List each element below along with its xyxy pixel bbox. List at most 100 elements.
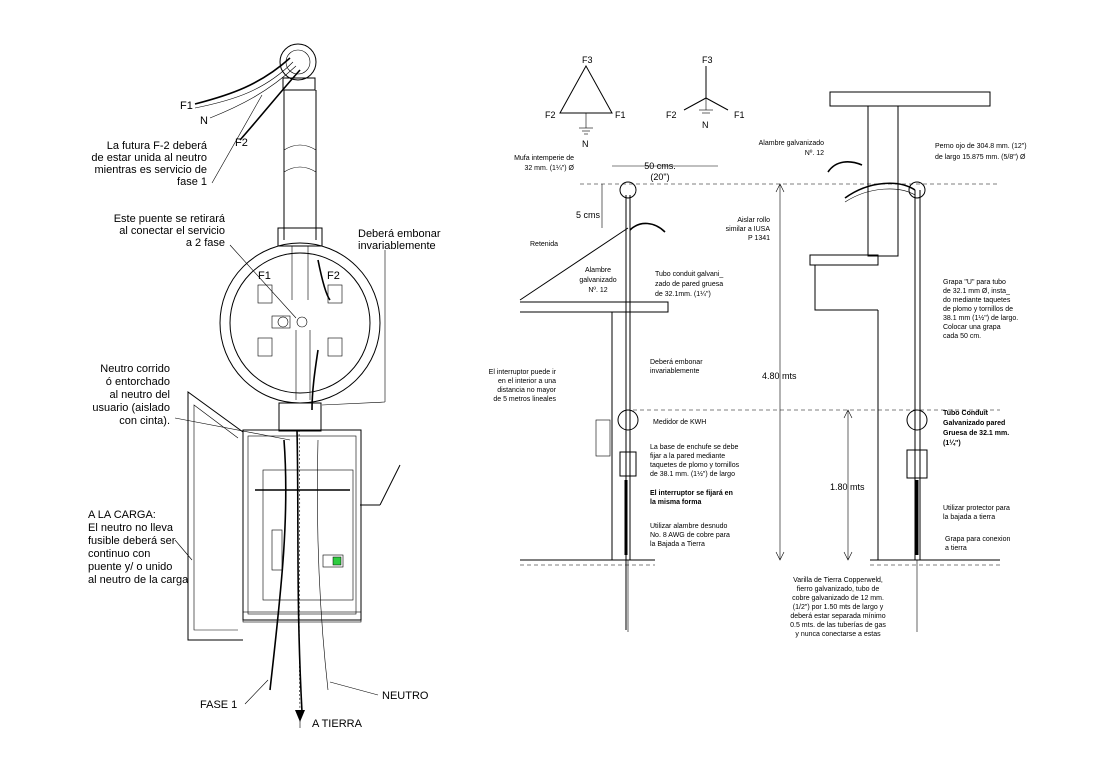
svg-text:invariablemente: invariablemente — [650, 368, 700, 375]
svg-text:de 32.1mm. (1¼"): de 32.1mm. (1¼") — [655, 291, 711, 298]
svg-text:distancia no mayor: distancia no mayor — [497, 387, 556, 394]
note-aislador: Aislar rollo similar a IUSA P 1341 — [726, 217, 771, 242]
svg-text:(1/2") por 1.50 mts de largo y: (1/2") por 1.50 mts de largo y — [793, 604, 884, 611]
note-mufa: Mufa intemperie de 32 mm. (1¼") Ø — [514, 155, 574, 172]
note-tubo1: Tubo conduit galvani_ zado de pared grue… — [655, 271, 723, 298]
svg-text:Utilizar protector para: Utilizar protector para — [943, 505, 1010, 512]
svg-text:Aislar rollo: Aislar rollo — [737, 217, 770, 224]
svg-text:al neutro de la carga: al neutro de la carga — [88, 574, 189, 586]
note-int-fija: El interruptor se fijará en la misma for… — [650, 490, 733, 506]
svg-text:y nunca conectarse a estas: y nunca conectarse a estas — [795, 631, 881, 638]
svg-text:Nº. 12: Nº. 12 — [805, 150, 824, 157]
note-future-f2: La futura F-2 deberá de estar unida al n… — [91, 140, 207, 188]
svg-text:la Bajada a Tierra: la Bajada a Tierra — [650, 541, 705, 548]
note-alambre2: Alambre galvanizado Nº. 12 — [759, 140, 824, 157]
svg-text:Galvanizado pared: Galvanizado pared — [943, 420, 1005, 427]
svg-text:La base de enchufe se debe: La base de enchufe se debe — [650, 444, 738, 451]
svg-text:ó entorchado: ó entorchado — [106, 376, 170, 388]
svg-text:(20"): (20") — [650, 172, 669, 182]
label-f1: F1 — [180, 100, 193, 112]
label-n: N — [200, 115, 208, 127]
svg-text:50 cms.: 50 cms. — [644, 161, 676, 171]
note-alambre-desnudo: Utilizar alambre desnudo No. 8 AWG de co… — [650, 523, 730, 548]
svg-text:El interruptor puede ir: El interruptor puede ir — [489, 369, 557, 376]
svg-text:la bajada a tierra: la bajada a tierra — [943, 514, 995, 521]
svg-text:Neutro corrido: Neutro corrido — [100, 363, 170, 375]
label-tierra: A TIERRA — [312, 718, 363, 730]
svg-text:deberá estar separada mínimo: deberá estar separada mínimo — [790, 613, 885, 620]
note-grapa: Grapa "U" para tubo de 32.1 mm Ø, insta_… — [943, 279, 1018, 340]
note-bridge: Este puente se retirará al conectar el s… — [114, 213, 226, 249]
note-perno: Perno ojo de 304.8 mm. (12") de largo 15… — [935, 143, 1027, 161]
svg-text:El interruptor se fijará en: El interruptor se fijará en — [650, 490, 733, 497]
svg-text:continuo con: continuo con — [88, 548, 150, 560]
svg-text:de 5 metros lineales: de 5 metros lineales — [493, 396, 556, 403]
svg-text:Tubo conduit galvani_: Tubo conduit galvani_ — [655, 271, 723, 278]
note-protector: Utilizar protector para la bajada a tier… — [943, 505, 1010, 521]
svg-text:N: N — [582, 139, 589, 149]
svg-text:fase 1: fase 1 — [177, 176, 207, 188]
note-grapa-conexion: Grapa para conexion a tierra — [945, 536, 1010, 552]
svg-text:Mufa intemperie de: Mufa intemperie de — [514, 155, 574, 162]
svg-text:a 2 fase: a 2 fase — [186, 237, 225, 249]
svg-text:de 32.1 mm Ø, insta_: de 32.1 mm Ø, insta_ — [943, 288, 1010, 295]
svg-text:Grapa para conexion: Grapa para conexion — [945, 536, 1010, 543]
svg-text:Grapa "U" para tubo: Grapa "U" para tubo — [943, 279, 1006, 286]
svg-text:Tubo Conduit: Tubo Conduit — [943, 410, 989, 417]
svg-text:fijar a la pared mediante: fijar a la pared mediante — [650, 453, 725, 460]
dim-480: 4.80 mts — [762, 371, 797, 381]
svg-text:la misma forma: la misma forma — [650, 499, 701, 506]
svg-text:usuario (aislado: usuario (aislado — [92, 402, 170, 414]
svg-text:fierro galvanizado, tubo de: fierro galvanizado, tubo de — [797, 586, 880, 593]
svg-text:Colocar una grapa: Colocar una grapa — [943, 324, 1001, 331]
svg-text:cobre galvanizado de 12 mm.: cobre galvanizado de 12 mm. — [792, 595, 884, 602]
svg-text:Alambre: Alambre — [585, 267, 611, 274]
svg-text:N: N — [702, 120, 709, 130]
label-f2: F2 — [235, 137, 248, 149]
svg-text:puente y/ o unido: puente y/ o unido — [88, 561, 172, 573]
svg-text:F2: F2 — [666, 110, 677, 120]
svg-text:0.5 mts. de las tuberías de ga: 0.5 mts. de las tuberías de gas — [790, 622, 886, 629]
note-varilla: Varilla de Tierra Copperweld, fierro gal… — [790, 577, 886, 638]
svg-text:No. 8 AWG de cobre para: No. 8 AWG de cobre para — [650, 532, 730, 539]
right-elevation — [519, 91, 1000, 632]
svg-text:Deberá embonar: Deberá embonar — [650, 359, 703, 366]
meter-label-f1: F1 — [258, 270, 271, 282]
svg-text:La futura F-2 deberá: La futura F-2 deberá — [107, 140, 208, 152]
dim-180: 1.80 mts — [830, 482, 865, 492]
svg-text:zado de pared gruesa: zado de pared gruesa — [655, 281, 723, 288]
svg-text:F3: F3 — [702, 55, 713, 65]
note-embonar: Deberá embonar invariablemente — [358, 228, 441, 252]
svg-text:32 mm. (1¼") Ø: 32 mm. (1¼") Ø — [524, 165, 574, 172]
meter-label-f2: F2 — [327, 270, 340, 282]
svg-text:Deberá embonar: Deberá embonar — [358, 228, 441, 240]
svg-text:Nº. 12: Nº. 12 — [588, 287, 607, 294]
svg-text:de 38.1 mm. (1½") de largo: de 38.1 mm. (1½") de largo — [650, 470, 735, 478]
svg-text:Utilizar alambre desnudo: Utilizar alambre desnudo — [650, 523, 728, 530]
svg-text:P 1341: P 1341 — [748, 235, 770, 242]
note-base: La base de enchufe se debe fijar a la pa… — [650, 444, 740, 478]
svg-text:galvanizado: galvanizado — [579, 277, 616, 284]
svg-text:A LA CARGA:: A LA CARGA: — [88, 509, 156, 521]
svg-text:invariablemente: invariablemente — [358, 240, 436, 252]
left-detail — [174, 43, 401, 728]
svg-text:al neutro del: al neutro del — [109, 389, 170, 401]
svg-text:Varilla de Tierra Copperweld,: Varilla de Tierra Copperweld, — [793, 577, 883, 584]
label-neutro: NEUTRO — [382, 690, 429, 702]
dim-5cm: 5 cms — [576, 210, 601, 220]
svg-text:con cinta).: con cinta). — [119, 415, 170, 427]
note-interruptor: El interruptor puede ir en el interior a… — [489, 369, 557, 403]
svg-text:do mediante taquetes: do mediante taquetes — [943, 297, 1011, 304]
svg-text:cada 50 cm.: cada 50 cm. — [943, 333, 981, 340]
svg-text:38.1 mm (1½") de largo.: 38.1 mm (1½") de largo. — [943, 314, 1018, 322]
svg-text:mientras es servicio de: mientras es servicio de — [95, 164, 208, 176]
svg-text:F3: F3 — [582, 55, 593, 65]
svg-text:fusible deberá ser: fusible deberá ser — [88, 535, 176, 547]
label-retenida: Retenida — [530, 241, 558, 248]
label-fase1: FASE 1 — [200, 699, 237, 711]
dim-50cm: 50 cms. (20") — [644, 161, 676, 182]
note-alambre1: Alambre galvanizado Nº. 12 — [579, 267, 616, 294]
svg-text:taquetes de plomo y tornillos: taquetes de plomo y tornillos — [650, 462, 740, 469]
svg-text:Alambre galvanizado: Alambre galvanizado — [759, 140, 824, 147]
